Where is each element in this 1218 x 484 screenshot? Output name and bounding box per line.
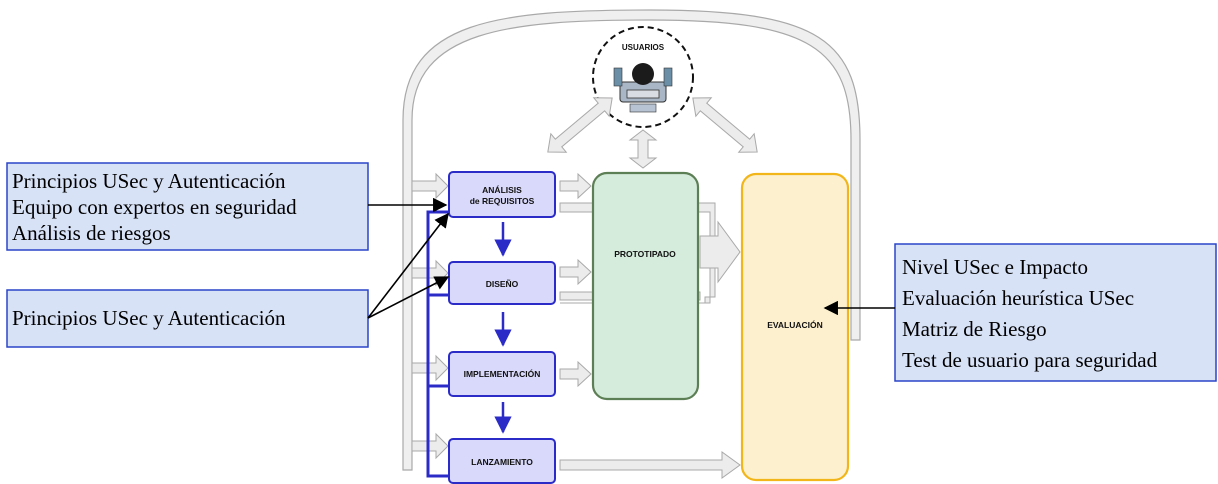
stage-analisis: ANÁLISIS de REQUISITOS (448, 171, 556, 218)
users-illustration-icon (613, 63, 673, 113)
annotation-analisis-line1: Principios USec y Autenticación (12, 169, 286, 193)
feedback-loop-arc (402, 9, 861, 471)
users-to-analysis-double-arrow (547, 97, 613, 153)
annotation-evaluacion-line3: Matriz de Riesgo (902, 317, 1047, 341)
stage-to-prototype-arrows (559, 172, 592, 388)
annotation-diseno: Principios USec y Autenticación (6, 289, 369, 348)
stage-implementacion-label: IMPLEMENTACIÓN (464, 368, 541, 379)
prototipado-label: PROTOTIPADO (614, 249, 676, 259)
annotation-diseno-line1: Principios USec y Autenticación (12, 306, 286, 330)
users-node: USUARIOS (592, 26, 694, 128)
annotation-evaluacion-line1: Nivel USec e Impacto (902, 255, 1088, 279)
annotation-evaluacion-line2: Evaluación heurística USec (902, 286, 1134, 310)
stage-implementacion: IMPLEMENTACIÓN (448, 351, 556, 397)
stage-lanzamiento-label: LANZAMIENTO (471, 457, 533, 467)
users-to-prototype-double-arrow (628, 129, 658, 169)
prototipado-box (591, 171, 700, 401)
annotation-evaluacion-line4: Test de usuario para seguridad (902, 348, 1158, 372)
evaluacion-box (740, 172, 850, 482)
stage-analisis-line1: ANÁLISIS (482, 185, 522, 195)
evaluacion-label: EVALUACIÓN (767, 319, 823, 330)
stage-lanzamiento: LANZAMIENTO (448, 438, 556, 484)
stage-diseno: DISEÑO (448, 261, 556, 305)
annotation-evaluacion: Nivel USec e Impacto Evaluación heurísti… (894, 243, 1217, 382)
arc-input-arrows (411, 172, 449, 460)
stage-analisis-line2: de REQUISITOS (470, 196, 535, 206)
annotation-pointer-arrows (367, 197, 895, 319)
pointer-diseno-to-diseno (367, 276, 450, 319)
stage-diseno-label: DISEÑO (486, 279, 519, 289)
pointer-diseno-to-analisis (367, 212, 449, 319)
users-label: USUARIOS (622, 43, 665, 52)
annotation-analisis: Principios USec y Autenticación Equipo c… (6, 162, 369, 251)
annotation-analisis-line3: Análisis de riesgos (12, 221, 171, 245)
users-to-evaluation-double-arrow (692, 97, 758, 153)
annotation-analisis-line2: Equipo con expertos en seguridad (12, 195, 297, 219)
